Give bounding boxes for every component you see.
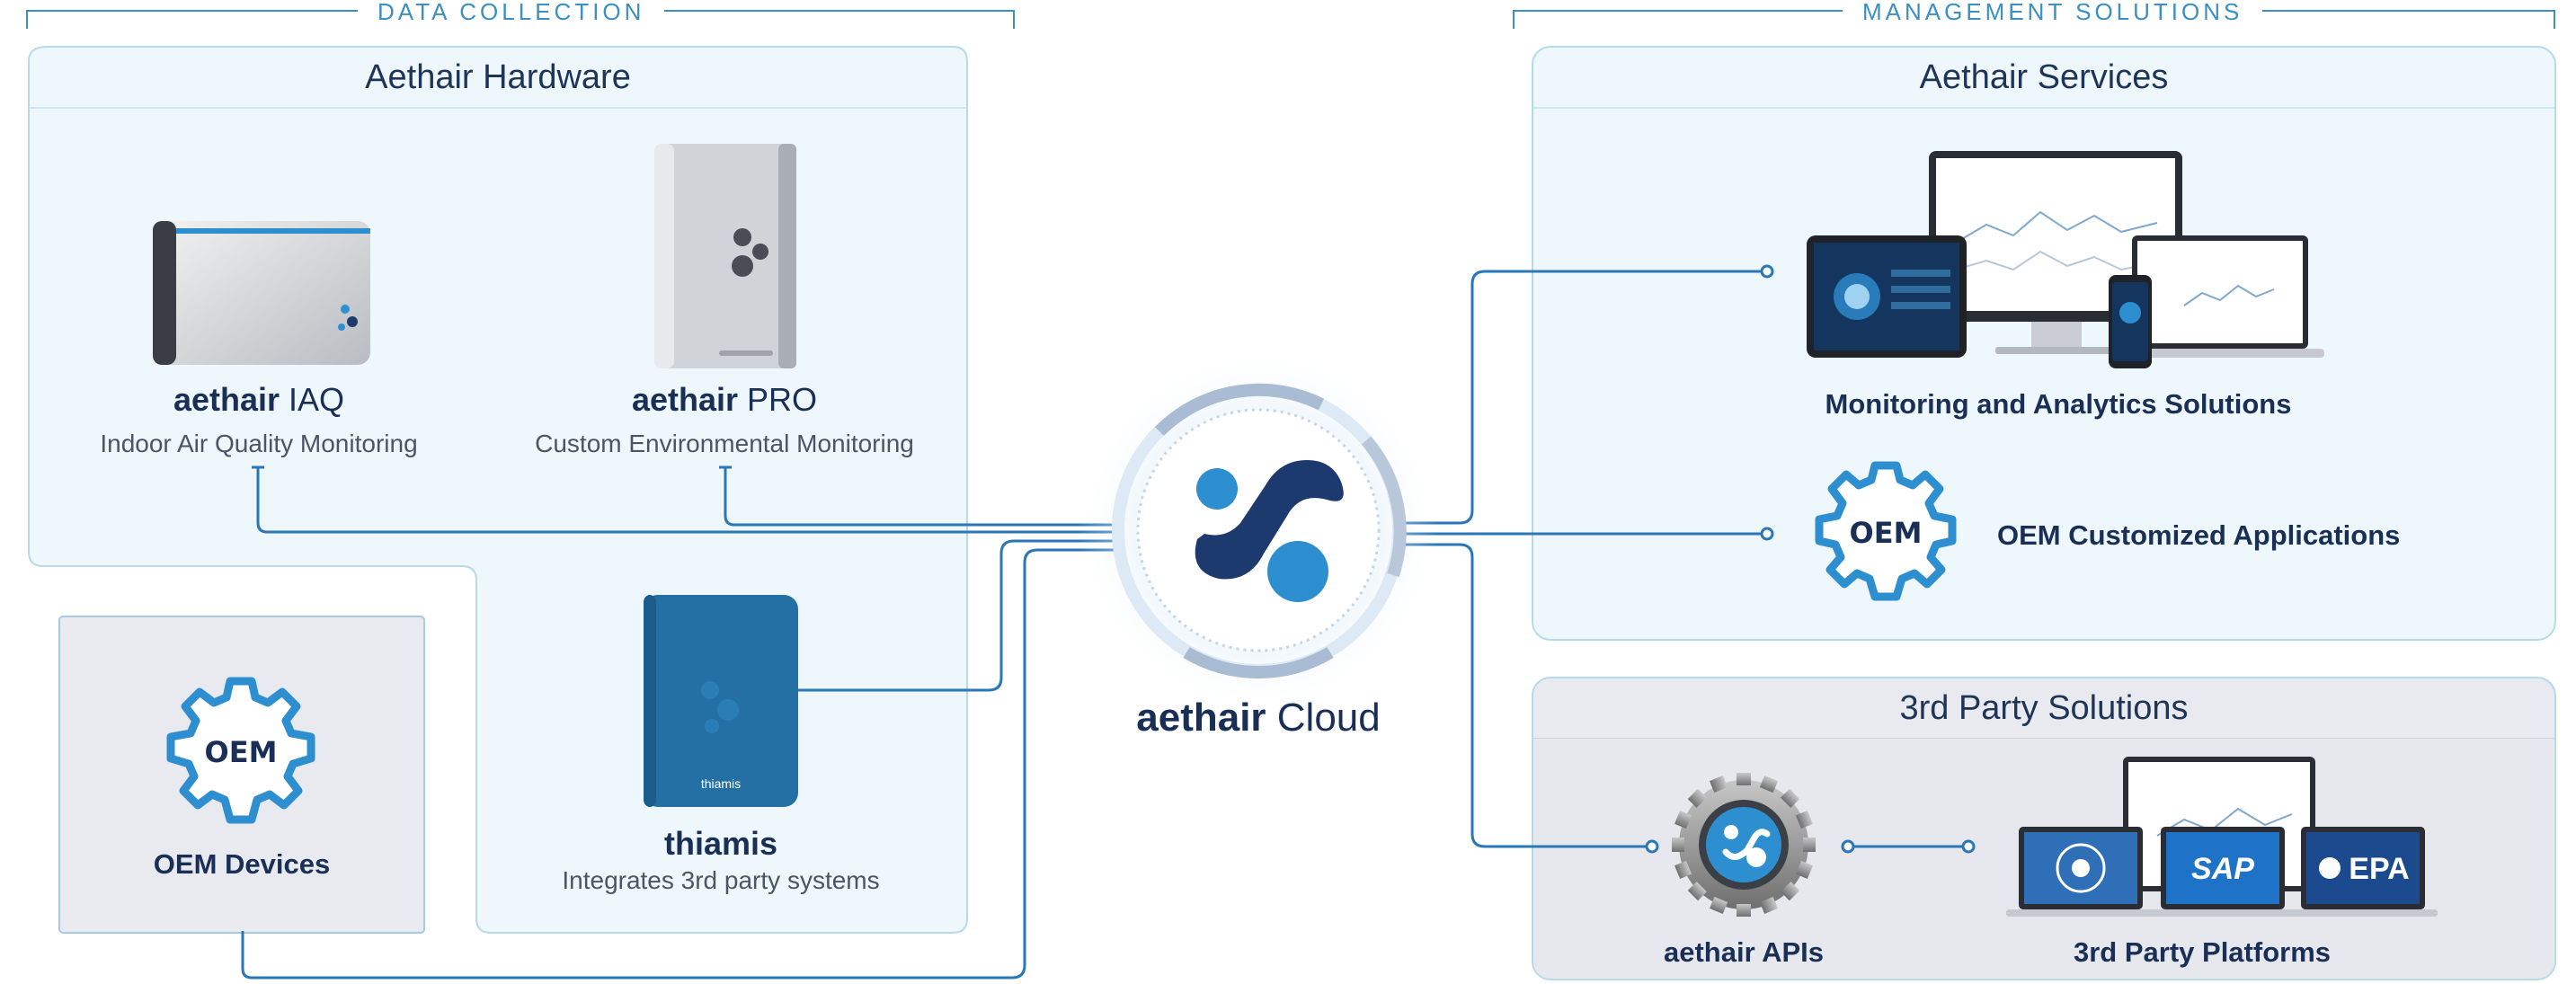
oem-gear-icon [166, 677, 315, 824]
oem-app-gear-icon [1815, 461, 1957, 601]
thiamis-device-label: thiamis [700, 776, 742, 791]
pro-model: PRO [747, 381, 818, 418]
oem-devices-label: OEM Devices [153, 848, 331, 880]
thiamis-device [644, 595, 798, 807]
connector-ends [1645, 264, 1976, 854]
cloud-name: Cloud [1276, 696, 1381, 740]
third-party-devices-illustration [2006, 757, 2438, 917]
services-panel-title: Aethair Services [1919, 58, 2169, 96]
monitoring-label: Monitoring and Analytics Solutions [1825, 388, 2292, 420]
aethair-pro-device [654, 144, 796, 368]
cloud-title: aethair Cloud [1079, 696, 1438, 740]
pro-brand: aethair [631, 381, 739, 418]
iaq-model: IAQ [289, 381, 345, 418]
pro-title: aethair PRO [545, 381, 904, 419]
pro-subtitle: Custom Environmental Monitoring [535, 430, 914, 457]
iaq-title: aethair IAQ [79, 381, 439, 419]
third-party-panel-title: 3rd Party Solutions [1899, 689, 2189, 727]
sap-logo: SAP [2191, 852, 2254, 886]
aethair-apis-gear-icon [1672, 773, 1816, 917]
thiamis-subtitle: Integrates 3rd party systems [562, 866, 880, 894]
thiamis-title: thiamis [663, 825, 778, 862]
platforms-label: 3rd Party Platforms [2074, 936, 2331, 968]
oem-app-label: OEM Customized Applications [1997, 519, 2401, 551]
cloud-brand: aethair [1136, 696, 1266, 740]
oem-app-badge: OEM [1849, 516, 1923, 550]
apis-label: aethair APIs [1663, 936, 1825, 968]
management-solutions-label: MANAGEMENT SOLUTIONS [1843, 0, 2263, 23]
connector-lines [241, 270, 1968, 980]
hardware-panel-title: Aethair Hardware [365, 58, 631, 96]
epa-logo: EPA [2349, 852, 2410, 886]
data-collection-label: DATA COLLECTION [358, 0, 665, 23]
oem-devices-badge: OEM [204, 735, 278, 769]
monitoring-devices-illustration [1807, 151, 2324, 368]
aethair-iaq-device [153, 221, 370, 365]
iaq-brand: aethair [173, 381, 280, 418]
iaq-subtitle: Indoor Air Quality Monitoring [100, 430, 418, 457]
aethair-logo-icon [1195, 460, 1344, 602]
